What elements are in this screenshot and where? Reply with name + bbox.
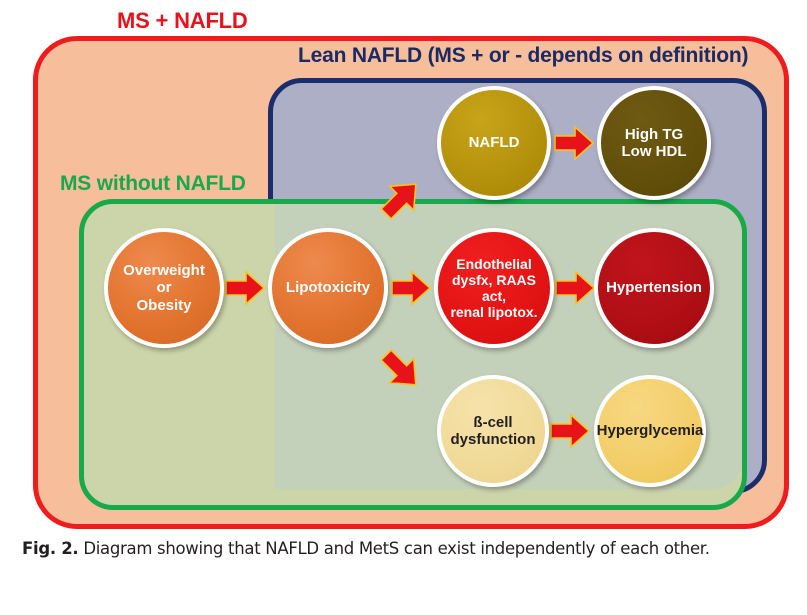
node-label-line: dysfunction bbox=[450, 431, 536, 448]
node-label-line: dysfx, RAAS act, bbox=[451, 271, 537, 304]
node-label-line: ß-cell bbox=[473, 413, 513, 431]
node-label-line: or bbox=[156, 279, 172, 297]
node-hypertension: Hypertension bbox=[594, 228, 714, 348]
node-endothelial-dysfunction: Endothelial dysfx, RAAS act, renal lipot… bbox=[434, 228, 554, 348]
arrow-bcell-to-hyperglycemia-icon bbox=[550, 413, 591, 449]
node-hyperglycemia: Hyperglycemia bbox=[594, 375, 706, 487]
arrow-lipotoxicity-to-bcell-icon bbox=[380, 349, 417, 386]
arrow-lipotoxicity-to-nafld-icon bbox=[380, 183, 417, 220]
node-nafld: NAFLD bbox=[437, 86, 551, 200]
node-label-line: Obesity bbox=[136, 296, 192, 314]
set-label-ms-plus-nafld: MS + NAFLD bbox=[117, 8, 248, 33]
node-high-tg-low-hdl: High TG Low HDL bbox=[597, 86, 711, 200]
set-label-lean-nafld: Lean NAFLD (MS + or - depends on definit… bbox=[298, 44, 749, 67]
node-lipotoxicity: Lipotoxicity bbox=[268, 228, 388, 348]
caption-figure-number: Fig. 2. bbox=[22, 539, 79, 558]
node-label-line: Low HDL bbox=[621, 143, 687, 160]
figure-caption: Fig. 2. Diagram showing that NAFLD and M… bbox=[22, 539, 792, 558]
caption-text: Diagram showing that NAFLD and MetS can … bbox=[83, 539, 710, 558]
node-label-line: Lipotoxicity bbox=[285, 279, 371, 297]
arrow-lipotoxicity-to-endothelial-icon bbox=[391, 270, 432, 306]
node-label-line: High TG bbox=[624, 125, 684, 143]
arrow-nafld-to-high-tg-icon bbox=[554, 125, 595, 161]
node-overweight-or-obesity: Overweight or Obesity bbox=[104, 228, 224, 348]
node-label-line: NAFLD bbox=[468, 134, 520, 152]
node-label-line: Hyperglycemia bbox=[596, 422, 704, 440]
node-label-line: Overweight bbox=[123, 262, 205, 280]
set-label-ms-without-nafld: MS without NAFLD bbox=[60, 172, 246, 195]
node-label-line: Endothelial bbox=[456, 255, 532, 272]
node-label-line: renal lipotox. bbox=[450, 304, 538, 321]
arrow-overweight-to-lipotoxicity-icon bbox=[225, 270, 266, 306]
arrow-endothelial-to-hypertension-icon bbox=[555, 270, 596, 306]
node-beta-cell-dysfunction: ß-cell dysfunction bbox=[437, 375, 549, 487]
node-label-line: Hypertension bbox=[606, 279, 702, 297]
